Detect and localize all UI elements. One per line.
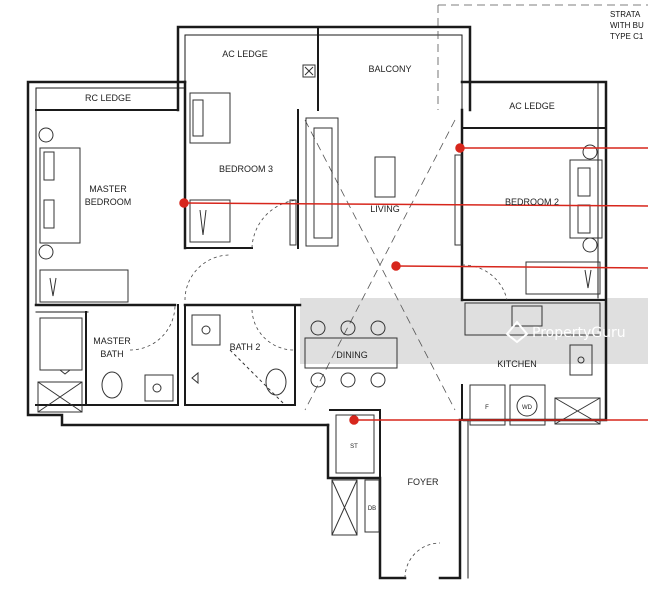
label-bedroom-2: BEDROOM 2 bbox=[505, 197, 559, 207]
label-living: LIVING bbox=[370, 204, 400, 214]
label-ac-ledge-right: AC LEDGE bbox=[509, 101, 555, 111]
note-line-3: TYPE C1 bbox=[610, 32, 644, 41]
label-master-bath-1: MASTER bbox=[93, 336, 131, 346]
label-foyer: FOYER bbox=[407, 477, 439, 487]
label-master-bedroom-2: BEDROOM bbox=[85, 197, 132, 207]
label-ac-ledge-top: AC LEDGE bbox=[222, 49, 268, 59]
label-washer-dryer: WD bbox=[522, 405, 533, 411]
label-db: DB bbox=[368, 506, 376, 512]
void-diagonals bbox=[304, 4, 648, 411]
watermark: PropertyGuru bbox=[505, 320, 626, 344]
watermark-text: PropertyGuru bbox=[532, 325, 626, 341]
note-line-1: STRATA bbox=[610, 10, 641, 19]
label-dining: DINING bbox=[336, 350, 368, 360]
walls bbox=[26, 25, 608, 580]
label-bath-2: BATH 2 bbox=[230, 342, 261, 352]
propertyguru-logo-icon bbox=[505, 320, 529, 344]
label-fridge: F bbox=[485, 405, 489, 411]
label-kitchen: KITCHEN bbox=[497, 359, 537, 369]
label-bedroom-3: BEDROOM 3 bbox=[219, 164, 273, 174]
callout-lines bbox=[179, 143, 648, 425]
label-balcony: BALCONY bbox=[368, 64, 411, 74]
fixtures bbox=[37, 64, 603, 536]
watermark-band bbox=[300, 298, 648, 364]
label-rc-ledge: RC LEDGE bbox=[85, 93, 131, 103]
label-master-bedroom-1: MASTER bbox=[89, 184, 127, 194]
door-swings bbox=[129, 199, 508, 579]
label-master-bath-2: BATH bbox=[100, 349, 123, 359]
note-line-2: WITH BU bbox=[610, 21, 644, 30]
label-store: ST bbox=[350, 444, 358, 450]
